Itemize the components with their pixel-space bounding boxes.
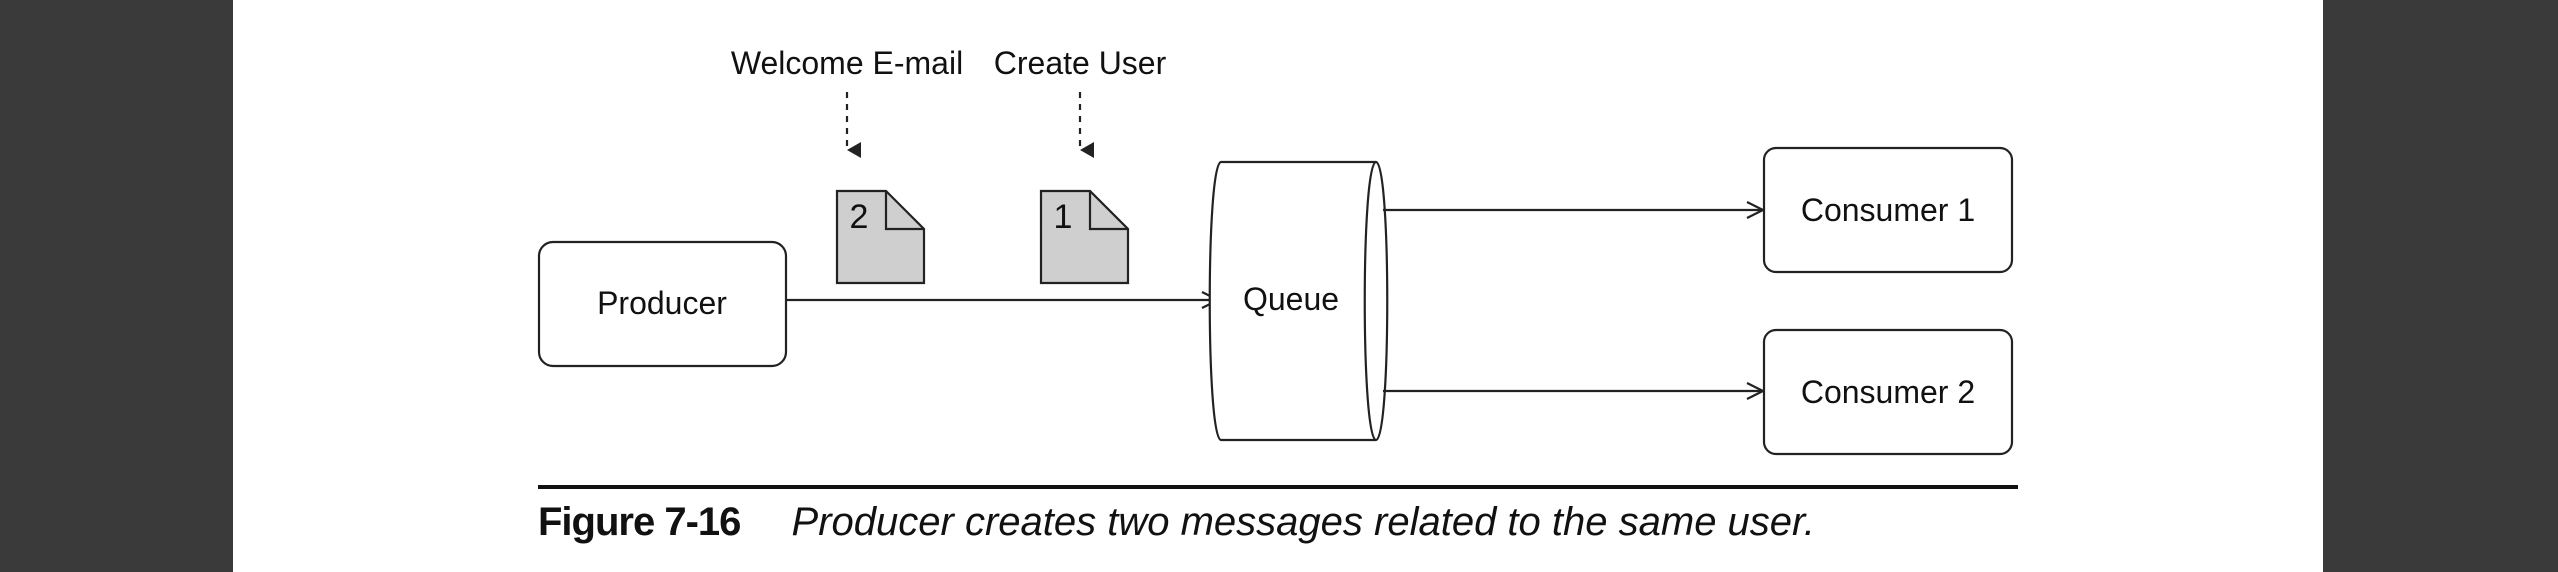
create-user-label: Create User [994, 45, 1167, 81]
consumer-1-node: Consumer 1 [1762, 146, 2014, 274]
message-2-document: 2 [835, 189, 926, 285]
queue-node: Queue [1208, 160, 1389, 442]
message-2-fold [884, 191, 924, 231]
message-queue-diagram: Producer 2 1 Welcome E-mail Create User … [537, 45, 2014, 456]
message-1-document: 1 [1039, 189, 1130, 285]
figure-caption: Figure 7-16 Producer creates two message… [538, 500, 1815, 545]
consumer-2-node: Consumer 2 [1762, 328, 2014, 456]
consumer-2-box [1762, 328, 2014, 456]
producer-box [537, 240, 788, 368]
message-2-number: 2 [850, 198, 869, 236]
message-1-fold [1088, 191, 1128, 231]
queue-cylinder-end [1363, 160, 1378, 442]
welcome-email-label: Welcome E-mail [731, 45, 963, 81]
caption-divider [538, 485, 2018, 489]
producer-node: Producer [537, 240, 788, 368]
caption-text: Producer creates two messages related to… [791, 500, 1815, 544]
consumer-2-label: Consumer 2 [1801, 374, 1975, 410]
producer-label: Producer [597, 285, 727, 321]
figure-page: Producer 2 1 Welcome E-mail Create User … [233, 0, 2323, 572]
message-1-document-shape [1039, 189, 1130, 285]
queue-label: Queue [1243, 281, 1339, 317]
message-1-number: 1 [1054, 198, 1073, 236]
figure-number: Figure 7-16 [538, 500, 741, 544]
consumer-1-label: Consumer 1 [1801, 192, 1975, 228]
message-2-document-shape [835, 189, 926, 285]
consumer-1-box [1762, 146, 2014, 274]
